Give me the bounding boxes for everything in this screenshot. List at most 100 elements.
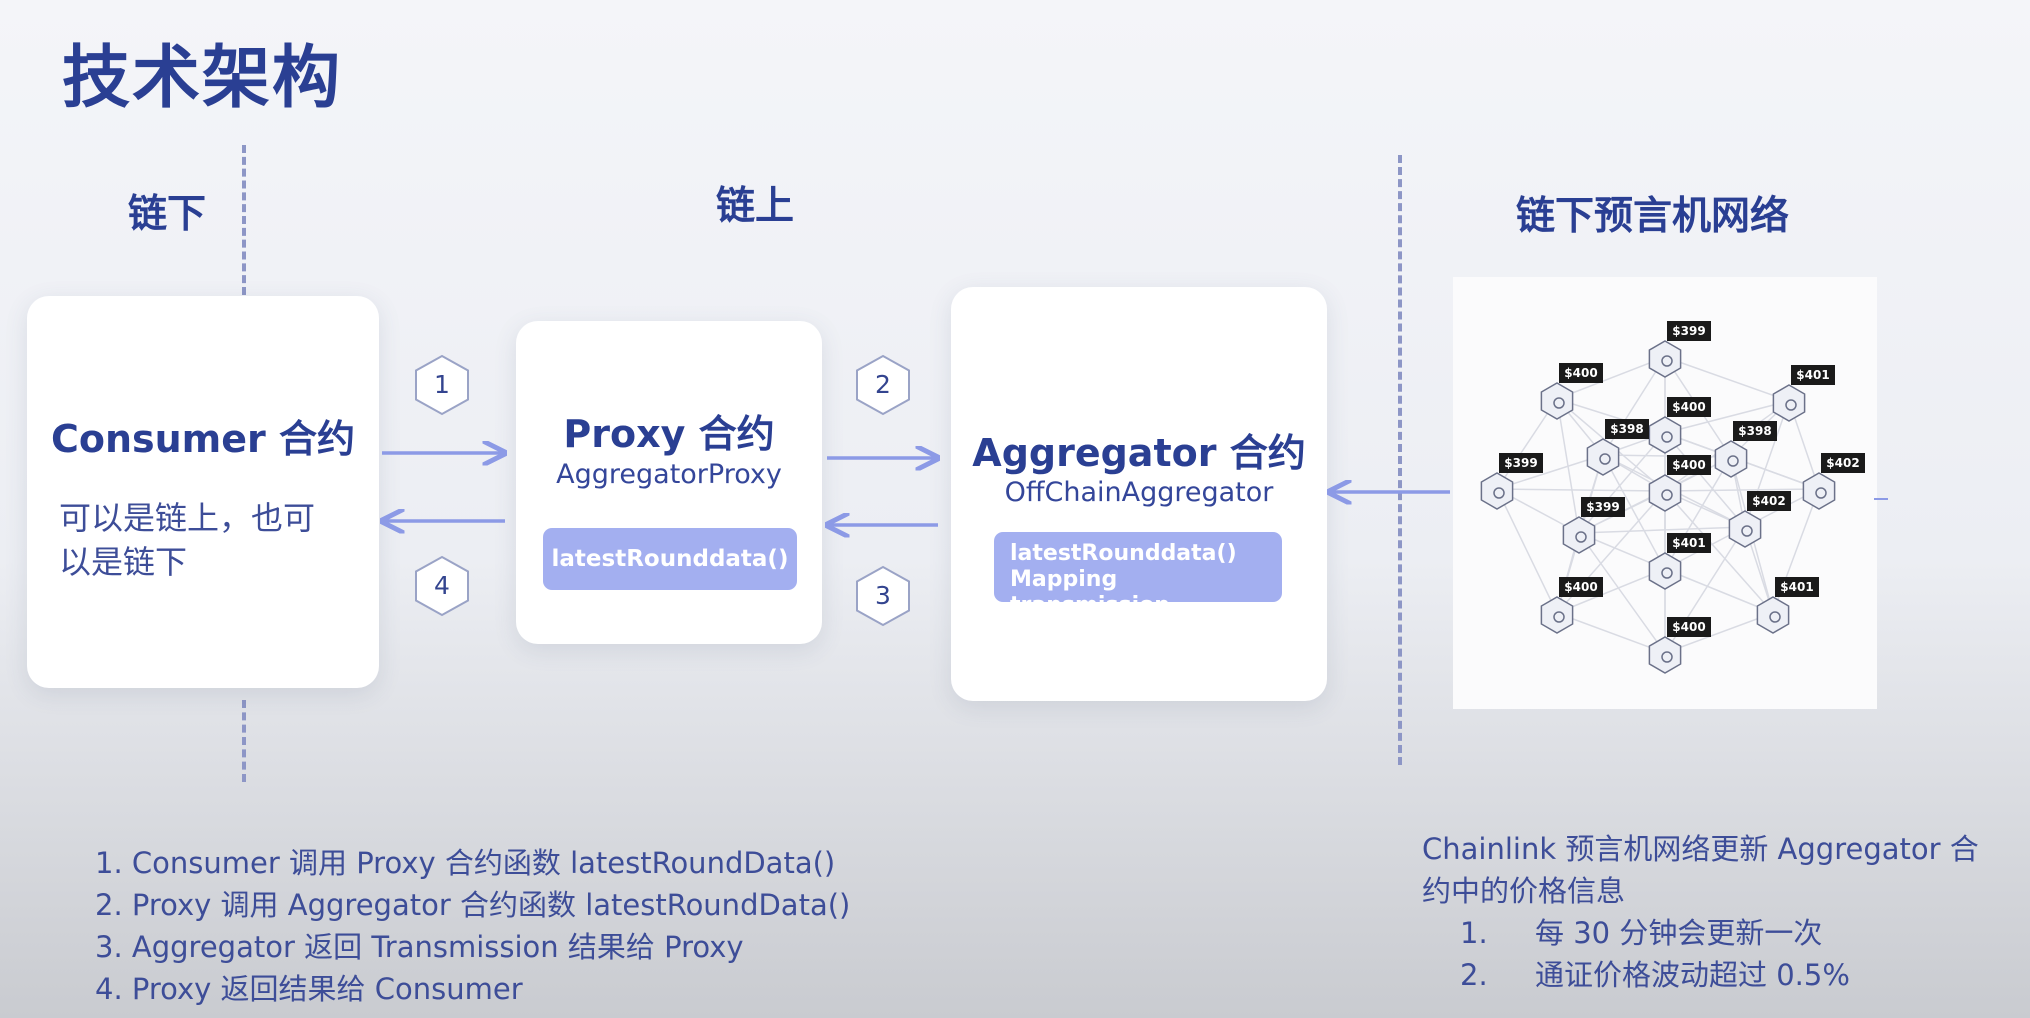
node-price-label: $401: [1796, 368, 1829, 382]
step-note-3: 3. Aggregator 返回 Transmission 结果给 Proxy: [95, 930, 744, 964]
proxy-method-pill: latestRounddata(): [543, 528, 797, 590]
node-cube-icon: [1562, 516, 1596, 554]
node-price-label: $401: [1672, 536, 1705, 550]
node-price-label: $399: [1504, 456, 1537, 470]
network-node: $399: [1480, 453, 1543, 510]
proxy-card-subtitle: AggregatorProxy: [556, 459, 782, 490]
node-cube-icon: [1648, 416, 1682, 454]
network-connector-line: [1874, 498, 1888, 500]
network-edge: [1556, 356, 1666, 400]
node-cube-mark: [1661, 567, 1673, 579]
network-node: $399: [1648, 321, 1711, 378]
consumer-contract-card[interactable]: Consumer 合约 可以是链上，也可 以是链下: [27, 296, 379, 688]
node-price-label: $400: [1672, 458, 1705, 472]
aggregator-contract-card[interactable]: Aggregator 合约 OffChainAggregator latestR…: [951, 287, 1327, 701]
step-1-label: 1: [434, 370, 450, 399]
node-price-tag: [1733, 421, 1777, 441]
node-price-label: $400: [1672, 400, 1705, 414]
aggregator-card-title: Aggregator 合约: [972, 431, 1306, 475]
network-edge: [1556, 568, 1666, 614]
network-node: $400: [1540, 577, 1603, 634]
node-price-tag: [1821, 453, 1865, 473]
node-price-tag: [1559, 363, 1603, 383]
node-cube-icon: [1756, 596, 1790, 634]
node-cube-mark: [1741, 525, 1753, 537]
step-1-hexagon-icon: 1: [411, 354, 473, 416]
node-price-tag: [1791, 365, 1835, 385]
network-node: $401: [1756, 577, 1819, 634]
divider-top-left: [242, 145, 246, 295]
node-price-label: $398: [1610, 422, 1643, 436]
oracle-note-line-1: Chainlink 预言机网络更新 Aggregator 合: [1422, 832, 1979, 866]
page-title: 技术架构: [62, 39, 343, 118]
node-cube-icon: [1480, 472, 1514, 510]
node-price-tag: [1581, 497, 1625, 517]
proxy-contract-card[interactable]: Proxy 合约 AggregatorProxy latestRounddata…: [516, 321, 822, 644]
network-edge: [1664, 356, 1790, 402]
divider-right: [1398, 155, 1402, 765]
node-cube-icon: [1648, 552, 1682, 590]
network-node: $398: [1586, 419, 1649, 476]
network-edge: [1496, 488, 1558, 614]
oracle-note-item-2: 2. 通证价格波动超过 0.5%: [1422, 954, 1979, 996]
node-price-label: $400: [1672, 620, 1705, 634]
step-2-hexagon-icon: 2: [852, 354, 914, 416]
aggregator-card-subtitle: OffChainAggregator: [1004, 477, 1274, 508]
step-4-hexagon-icon: 4: [411, 555, 473, 617]
network-edge: [1556, 612, 1666, 654]
section-label-offchain: 链下: [128, 192, 207, 237]
node-price-tag: [1667, 533, 1711, 553]
network-node: $402: [1802, 453, 1865, 510]
divider-bottom-left: [242, 700, 246, 782]
network-node: $401: [1772, 365, 1835, 422]
proxy-card-title: Proxy 合约: [563, 412, 775, 456]
node-price-tag: [1559, 577, 1603, 597]
network-edge: [1664, 490, 1774, 614]
oracle-network-graph: $399$400$401$400$398$398$399$400$402$399…: [1480, 321, 1865, 674]
section-label-onchain: 链上: [716, 184, 795, 229]
consumer-card-title: Consumer 合约: [50, 417, 356, 461]
node-cube-mark: [1769, 611, 1781, 623]
step-note-4: 4. Proxy 返回结果给 Consumer: [95, 972, 523, 1006]
network-node: $401: [1648, 533, 1711, 590]
node-cube-icon: [1802, 472, 1836, 510]
node-cube-mark: [1661, 489, 1673, 501]
node-price-tag: [1775, 577, 1819, 597]
node-cube-mark: [1815, 487, 1827, 499]
network-edge: [1602, 454, 1666, 570]
node-price-label: $400: [1564, 580, 1597, 594]
node-cube-icon: [1714, 440, 1748, 478]
step-note-2: 2. Proxy 调用 Aggregator 合约函数 latestRoundD…: [95, 888, 851, 922]
node-cube-mark: [1599, 453, 1611, 465]
node-cube-mark: [1553, 611, 1565, 623]
step-4-label: 4: [434, 571, 450, 600]
oracle-note-item-1-num: 1.: [1460, 916, 1488, 950]
node-cube-icon: [1540, 382, 1574, 420]
node-price-tag: [1499, 453, 1543, 473]
oracle-network-illustration: $399$400$401$400$398$398$399$400$402$399…: [1453, 277, 1877, 709]
node-price-label: $400: [1564, 366, 1597, 380]
network-edge: [1664, 568, 1774, 614]
node-cube-mark: [1785, 399, 1797, 411]
node-price-tag: [1667, 321, 1711, 341]
oracle-note-item-2-text: 通证价格波动超过 0.5%: [1535, 958, 1850, 992]
node-cube-icon: [1728, 510, 1762, 548]
node-price-label: $399: [1672, 324, 1705, 338]
node-price-tag: [1667, 455, 1711, 475]
node-price-tag: [1605, 419, 1649, 439]
network-node: $399: [1562, 497, 1625, 554]
node-cube-mark: [1575, 531, 1587, 543]
oracle-update-notes: Chainlink 预言机网络更新 Aggregator 合 约中的价格信息 1…: [1422, 828, 1979, 996]
node-price-label: $401: [1780, 580, 1813, 594]
network-node: $400: [1648, 617, 1711, 674]
node-cube-icon: [1540, 596, 1574, 634]
node-cube-icon: [1772, 384, 1806, 422]
oracle-note-item-2-num: 2.: [1460, 958, 1488, 992]
node-price-tag: [1667, 617, 1711, 637]
node-cube-icon: [1586, 438, 1620, 476]
step-notes-list: 1. Consumer 调用 Proxy 合约函数 latestRoundDat…: [95, 842, 850, 1010]
network-node: $400: [1540, 363, 1603, 420]
node-price-tag: [1747, 491, 1791, 511]
consumer-desc-line-2: 以是链下: [59, 543, 188, 581]
network-node: $402: [1728, 491, 1791, 548]
